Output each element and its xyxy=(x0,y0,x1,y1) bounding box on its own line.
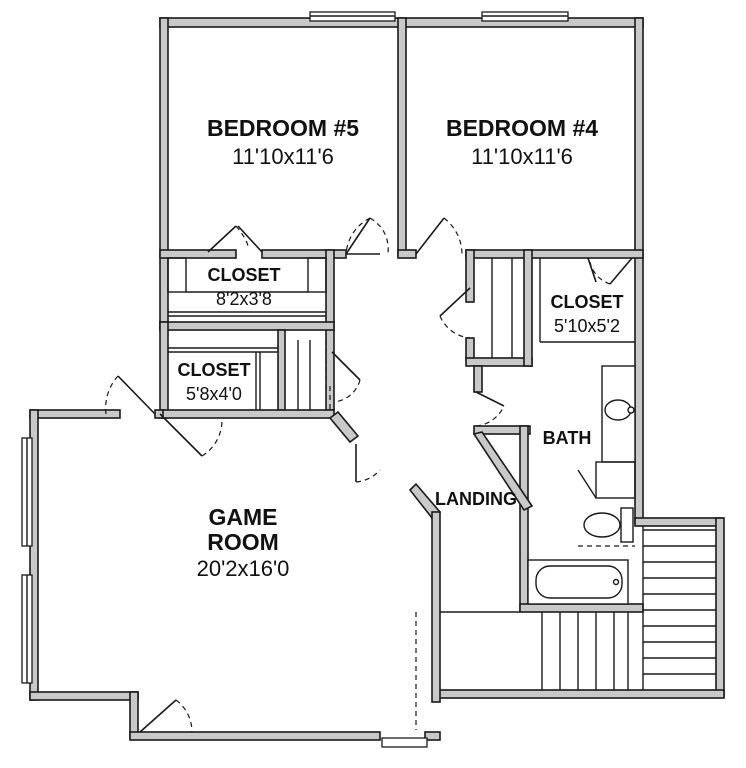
stair xyxy=(440,526,716,690)
toilet-bowl xyxy=(583,512,621,538)
doors xyxy=(105,217,633,733)
closet-c-size: 5'8x4'0 xyxy=(186,384,242,404)
bedroom4-name: BEDROOM #4 xyxy=(446,115,598,141)
game-room-name-1: GAME xyxy=(209,504,278,530)
game-room-name-2: ROOM xyxy=(207,529,279,555)
windows xyxy=(21,11,569,748)
game-room-size: 20'2x16'0 xyxy=(197,556,290,581)
bath-name: BATH xyxy=(543,428,592,448)
closet-a-size: 8'2x3'8 xyxy=(216,289,272,309)
room-labels: BEDROOM #5 11'10x11'6 BEDROOM #4 11'10x1… xyxy=(177,115,623,581)
window-gameroom-bottom xyxy=(381,737,428,748)
toilet-tank xyxy=(620,507,634,543)
bath-sink xyxy=(604,399,632,421)
closet-c-name: CLOSET xyxy=(177,360,250,380)
bedroom5-size: 11'10x11'6 xyxy=(232,144,334,169)
landing-name: LANDING xyxy=(435,489,517,509)
bedroom4-size: 11'10x11'6 xyxy=(471,144,573,169)
walls xyxy=(29,17,725,741)
closet-a-name: CLOSET xyxy=(207,265,280,285)
closet-b-size: 5'10x5'2 xyxy=(554,316,620,336)
bedroom5-name: BEDROOM #5 xyxy=(207,115,359,141)
closet-b-name: CLOSET xyxy=(550,292,623,312)
interior-lines xyxy=(167,257,716,730)
